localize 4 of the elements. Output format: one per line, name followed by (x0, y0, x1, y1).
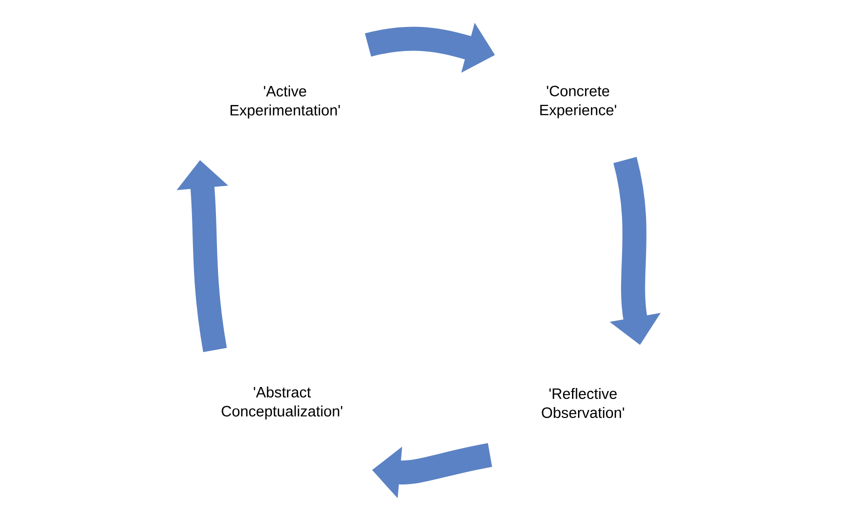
stage-label: 'Reflective Observation' (542, 388, 624, 418)
stage-label: 'Concrete Experience' (540, 86, 616, 118)
stage-label: 'Active Experimentation' (230, 86, 340, 118)
stage-label: 'Abstract Conceptualization' (222, 386, 342, 420)
